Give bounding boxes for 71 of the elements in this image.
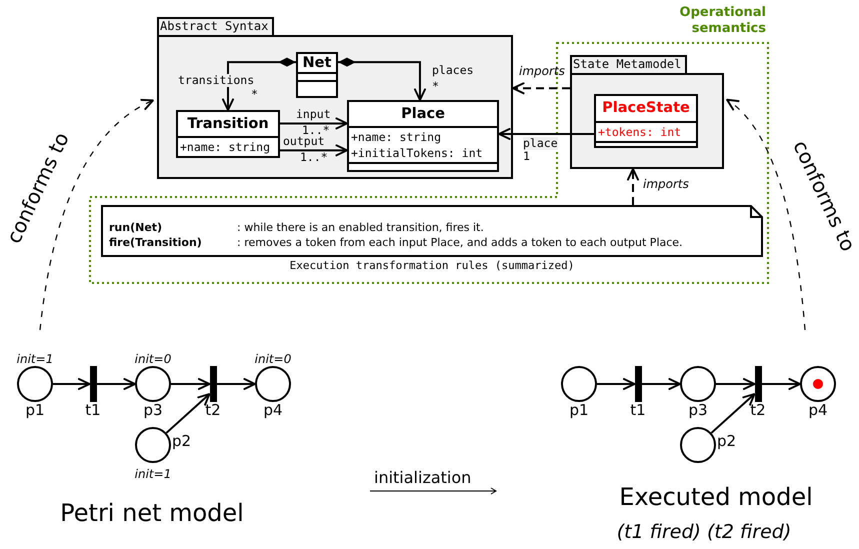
arrow <box>498 128 594 140</box>
dashed-arrow <box>626 168 640 205</box>
edge-label: transitions <box>178 74 254 87</box>
dashed-arrow <box>39 99 154 330</box>
initial-marking: init=1 <box>16 352 54 366</box>
place-name: p1 <box>569 402 589 418</box>
multiplicity: 1..* <box>302 124 330 137</box>
transition-name: t2 <box>205 402 221 418</box>
package-name: State Metamodel <box>572 56 682 73</box>
class-name: PlaceState <box>596 96 696 123</box>
arrow <box>222 58 296 111</box>
edge-label: imports <box>643 177 689 191</box>
class-box <box>347 100 499 172</box>
transition-name: t1 <box>85 402 101 418</box>
arrow-label: initialization <box>374 468 472 488</box>
class-name: Net <box>298 54 336 74</box>
class-box <box>296 52 338 98</box>
caption: Executed model <box>619 482 813 512</box>
transition-name: t2 <box>750 402 766 418</box>
arrow <box>597 378 636 390</box>
transition-name: t1 <box>630 402 646 418</box>
place-name: p4 <box>808 402 828 418</box>
rule-name: run(Net) <box>109 220 164 235</box>
edge-label: output <box>283 135 325 148</box>
arrow <box>280 144 348 157</box>
place-name: p4 <box>263 402 283 418</box>
multiplicity: 1 <box>523 150 530 163</box>
arrow <box>642 378 681 390</box>
arrow <box>762 378 801 390</box>
rule-name: fire(Transition) <box>109 235 203 250</box>
arrow <box>171 378 210 390</box>
initial-marking: init=0 <box>134 352 172 366</box>
rule-description: : removes a token from each input Place, and adds a token to each output Place. <box>237 235 684 250</box>
class-attribute: +name: string <box>180 139 272 155</box>
multiplicity: 1..* <box>300 151 328 164</box>
edge-label: imports <box>519 64 565 78</box>
place-name: p3 <box>688 402 708 418</box>
edge-label: places <box>432 64 474 77</box>
arrow <box>53 378 90 390</box>
edge-label: place <box>523 137 558 150</box>
class-box <box>176 110 280 158</box>
initial-marking: init=1 <box>134 467 172 481</box>
caption: Petri net model <box>60 498 244 528</box>
place-name: p2 <box>172 433 192 449</box>
class-name: Place <box>349 102 497 128</box>
caption: (t1 fired) (t2 fired) <box>616 520 792 545</box>
dashed-arrow <box>512 82 570 95</box>
region-title: Operational semantics <box>678 5 766 37</box>
class-attribute: +name: string <box>351 129 442 145</box>
multiplicity: * <box>251 88 258 101</box>
arrow <box>216 378 256 390</box>
place-name: p3 <box>143 402 163 418</box>
place-name: p1 <box>25 402 45 418</box>
arrow <box>280 117 348 130</box>
class-attribute: +initialTokens: int <box>351 145 484 161</box>
multiplicity: * <box>432 80 439 93</box>
class-attribute: +tokens: int <box>598 124 682 140</box>
arrow <box>710 393 756 434</box>
arrow <box>338 58 426 101</box>
class-box <box>594 94 698 148</box>
arrow <box>716 378 756 390</box>
initial-marking: init=0 <box>254 352 292 366</box>
arrow <box>96 378 136 390</box>
dashed-arrow <box>726 98 806 330</box>
edge-label: input <box>296 108 331 121</box>
arrow <box>166 393 210 434</box>
note-caption: Execution transformation rules (summarized) <box>290 259 574 273</box>
rule-description: : while there is an enabled transition, fires it. <box>237 220 485 235</box>
place-name: p2 <box>717 433 736 449</box>
class-name: Transition <box>178 112 278 138</box>
package-name: Abstract Syntax <box>159 18 270 35</box>
